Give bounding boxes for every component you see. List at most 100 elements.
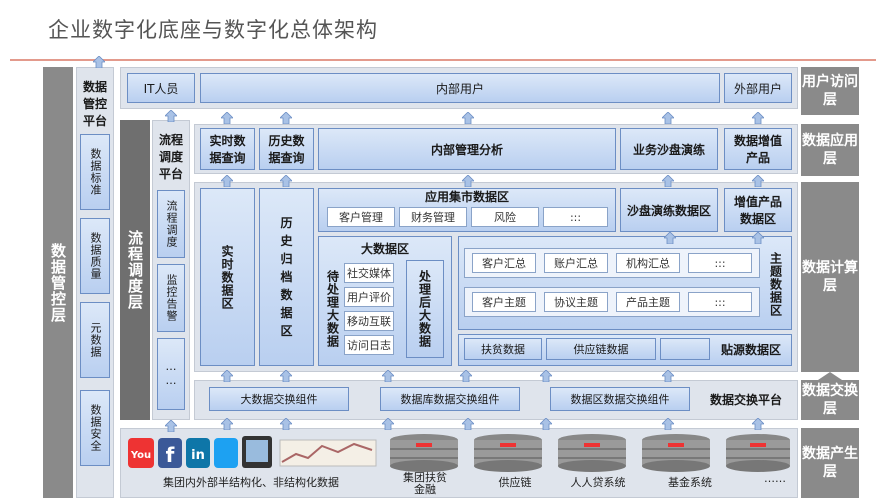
supply-chain-system-label: 供应链 bbox=[498, 476, 532, 489]
up-arrow-icon bbox=[662, 112, 674, 124]
data-compute-layer-label: 数据计算层 bbox=[801, 182, 859, 372]
up-arrow-icon bbox=[540, 418, 552, 430]
facebook-icon bbox=[158, 438, 182, 468]
monitor-alarm-box: 监控告警 bbox=[157, 264, 185, 332]
chart-thumb-icon bbox=[279, 439, 377, 467]
source-empty-item bbox=[660, 338, 710, 360]
processed-bigdata-zone: 处理后大数据 bbox=[406, 260, 444, 358]
database-icon-5 bbox=[726, 434, 790, 472]
supply-chain-data-item: 供应链数据 bbox=[546, 338, 656, 360]
customer-mgmt-item: 客户管理 bbox=[327, 207, 395, 227]
theme-zone-label: 主题数据区 bbox=[768, 251, 783, 317]
up-arrow-icon bbox=[93, 56, 105, 68]
data-application-layer-label: 数据应用层 bbox=[801, 124, 859, 176]
sandbox-exercise-box: 业务沙盘演练 bbox=[620, 128, 718, 170]
history-query-box: 历史数据查询 bbox=[259, 128, 314, 170]
account-summary-item: 账户汇总 bbox=[544, 253, 608, 273]
data-quality-box: 数据质量 bbox=[80, 218, 110, 294]
up-arrow-icon bbox=[662, 418, 674, 430]
up-arrow-icon bbox=[664, 232, 676, 244]
up-arrow-icon bbox=[221, 418, 233, 430]
source-zone-label: 贴源数据区 bbox=[720, 342, 781, 357]
exchange-layer-arrow-icon bbox=[818, 372, 842, 380]
value-added-data-zone: 增值产品数据区 bbox=[724, 188, 792, 232]
up-arrow-icon bbox=[382, 418, 394, 430]
up-arrow-icon bbox=[165, 420, 177, 432]
up-arrow-icon bbox=[662, 175, 674, 187]
process-more-box: …… bbox=[157, 338, 185, 410]
process-schedule-platform-title: 流程调度平台 bbox=[158, 132, 183, 181]
database-icon-2 bbox=[474, 434, 542, 472]
metadata-box: 元数据 bbox=[80, 302, 110, 378]
up-arrow-icon bbox=[221, 175, 233, 187]
up-arrow-icon bbox=[382, 370, 394, 382]
youtube-icon bbox=[128, 438, 154, 468]
sandbox-data-zone: 沙盘演练数据区 bbox=[620, 188, 718, 232]
up-arrow-icon bbox=[462, 418, 474, 430]
mobile-internet-item: 移动互联 bbox=[344, 311, 394, 331]
database-icon-4 bbox=[642, 434, 710, 472]
source-systems-icons bbox=[386, 432, 794, 474]
zone-exchange-component: 数据区数据交换组件 bbox=[550, 387, 690, 411]
linkedin-icon bbox=[186, 438, 210, 468]
db-exchange-component: 数据库数据交换组件 bbox=[380, 387, 520, 411]
app-mart-title: 应用集市数据区 bbox=[424, 189, 509, 204]
realtime-query-box: 实时数据查询 bbox=[200, 128, 255, 170]
history-archive-zone: 历史归档数据区 bbox=[259, 188, 314, 366]
up-arrow-icon bbox=[462, 112, 474, 124]
internal-users-box: 内部用户 bbox=[200, 73, 720, 103]
realtime-data-zone: 实时数据区 bbox=[200, 188, 255, 366]
title-divider bbox=[10, 59, 876, 61]
data-control-layer-label: 数据管控层 bbox=[49, 242, 67, 323]
process-schedule-layer: 流程调度层 bbox=[120, 120, 150, 420]
twitter-icon bbox=[214, 438, 238, 468]
data-exchange-layer-label: 数据交换层 bbox=[801, 380, 859, 420]
page-title: 企业数字化底座与数字化总体架构 bbox=[48, 18, 378, 42]
fund-system-label: 基金系统 bbox=[668, 476, 712, 489]
it-staff-box: IT人员 bbox=[127, 73, 195, 103]
external-users-box: 外部用户 bbox=[724, 73, 792, 103]
up-arrow-icon bbox=[280, 370, 292, 382]
org-summary-item: 机构汇总 bbox=[616, 253, 680, 273]
pending-bigdata-label: 待处理大数据 bbox=[325, 270, 340, 348]
poverty-finance-system-label: 集团扶贫金融 bbox=[403, 471, 447, 496]
finance-mgmt-item: 财务管理 bbox=[399, 207, 467, 227]
unstructured-sources-icons: You f in bbox=[126, 432, 378, 472]
poverty-data-item: 扶贫数据 bbox=[464, 338, 542, 360]
up-arrow-icon bbox=[280, 175, 292, 187]
up-arrow-icon bbox=[752, 232, 764, 244]
up-arrow-icon bbox=[662, 370, 674, 382]
up-arrow-icon bbox=[752, 175, 764, 187]
customer-subject-item: 客户主题 bbox=[472, 292, 536, 312]
user-review-item: 用户评价 bbox=[344, 287, 394, 307]
data-control-layer: 数据管控层 bbox=[43, 67, 73, 498]
p2p-lending-system-label: 人人贷系统 bbox=[570, 476, 626, 489]
up-arrow-icon bbox=[752, 112, 764, 124]
product-subject-item: 产品主题 bbox=[616, 292, 680, 312]
up-arrow-icon bbox=[280, 112, 292, 124]
user-access-layer-label: 用户访问层 bbox=[801, 67, 859, 115]
agreement-subject-item: 协议主题 bbox=[544, 292, 608, 312]
data-source-layer-label: 数据产生层 bbox=[801, 428, 859, 498]
subject-more-item: ::: bbox=[688, 292, 752, 312]
customer-summary-item: 客户汇总 bbox=[472, 253, 536, 273]
more-systems-label: …… bbox=[764, 472, 786, 485]
unstructured-data-label: 集团内外部半结构化、非结构化数据 bbox=[163, 476, 339, 489]
database-icon-1 bbox=[390, 434, 458, 472]
database-icon-3 bbox=[558, 434, 626, 472]
data-standard-box: 数据标准 bbox=[80, 134, 110, 210]
up-arrow-icon bbox=[221, 112, 233, 124]
social-media-item: 社交媒体 bbox=[344, 263, 394, 283]
data-control-platform-title: 数据管控平台 bbox=[82, 79, 107, 128]
up-arrow-icon bbox=[280, 418, 292, 430]
bigdata-title: 大数据区 bbox=[360, 241, 409, 256]
bigdata-exchange-component: 大数据交换组件 bbox=[209, 387, 349, 411]
up-arrow-icon bbox=[462, 175, 474, 187]
summary-more-item: ::: bbox=[688, 253, 752, 273]
data-security-box: 数据安全 bbox=[80, 390, 110, 466]
process-schedule-layer-label: 流程调度层 bbox=[126, 230, 144, 310]
process-schedule-box: 流程调度 bbox=[157, 190, 185, 258]
up-arrow-icon bbox=[752, 418, 764, 430]
svg-text:You: You bbox=[130, 450, 151, 461]
risk-item: 风险 bbox=[471, 207, 539, 227]
